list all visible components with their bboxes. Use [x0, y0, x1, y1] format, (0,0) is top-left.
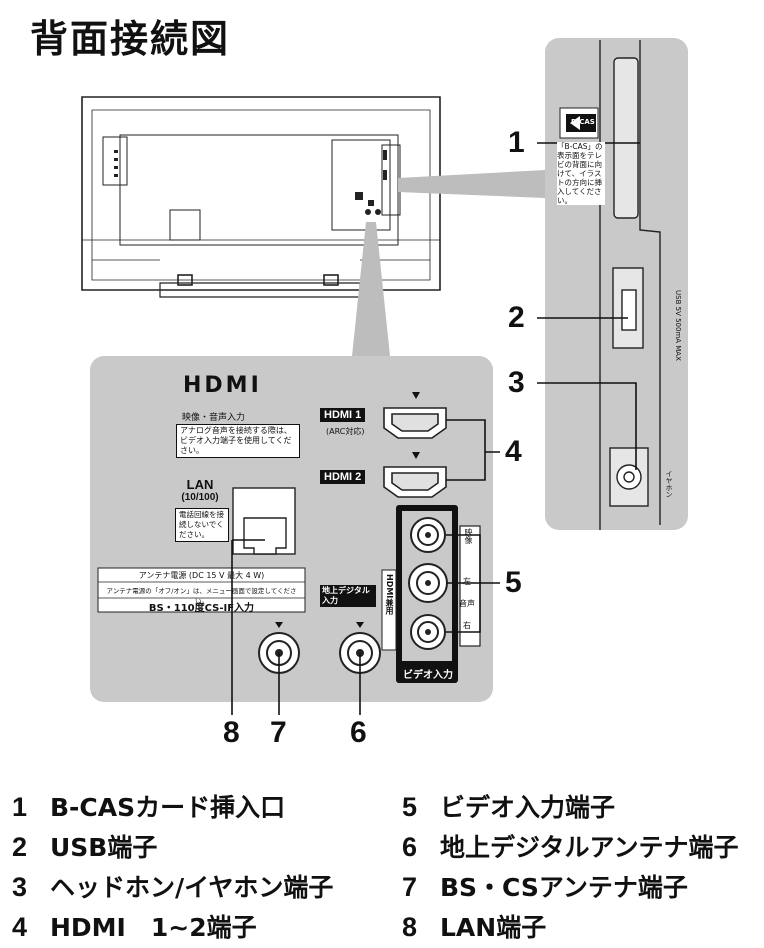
hdmi-shared-label: HDMI兼用	[385, 574, 394, 615]
bs-label: BS・110度CS-IF入力	[148, 603, 255, 614]
terrestrial-label: 地上デジタル入力	[320, 585, 376, 607]
audio-right-label: 右	[463, 621, 471, 630]
side-zoom-wedge	[398, 170, 545, 198]
lan-port	[243, 517, 287, 555]
usb-label: USB 5V 500mA MAX	[674, 290, 682, 361]
tv-rear	[81, 96, 441, 298]
av-input-label: 映像・音声入力	[182, 413, 246, 423]
rear-connection-diagram	[81, 38, 688, 715]
headphone-label: イヤホン	[665, 470, 673, 498]
antenna-note: アンテナ電源の「オフ/オン」は、メニュー画面で設定してください。	[106, 587, 297, 605]
lan-note: 電話回線を接続しないでください。	[175, 508, 229, 542]
hdmi1-arc: (ARC対応)	[326, 427, 365, 436]
hdmi2-label: HDMI 2	[320, 470, 366, 484]
video-label: 映像	[464, 528, 473, 544]
bcas-card-icon	[559, 107, 599, 139]
callout-8: 8	[223, 716, 240, 749]
callout-5: 5	[505, 566, 522, 599]
hdmi-logo: HDMI	[183, 373, 262, 398]
callout-7: 7	[270, 716, 287, 749]
audio-label: 音声	[459, 599, 475, 608]
callout-1: 1	[508, 126, 525, 159]
callout-6: 6	[350, 716, 367, 749]
callout-2: 2	[508, 301, 525, 334]
hdmi-port-2	[383, 466, 447, 498]
antenna-power: アンテナ電源 (DC 15 V 最大 4 W)	[138, 571, 265, 580]
callout-lines	[231, 142, 640, 715]
hdmi-port-1	[383, 407, 447, 439]
page-title: 背面接続図	[30, 17, 231, 61]
video-input-label: ビデオ入力	[403, 670, 453, 681]
panel-zoom-wedge	[352, 222, 390, 356]
bcas-label: B-CAS	[571, 118, 595, 126]
callout-3: 3	[508, 366, 525, 399]
audio-left-label: 左	[463, 577, 471, 586]
bcas-note: 「B-CAS」の表示面をテレビの背面に向けて、イラストの方向に挿入してください。	[557, 142, 605, 205]
av-note: アナログ音声を接続する際は、ビデオ入力端子を使用してください。	[176, 424, 300, 458]
lan-title: LAN(10/100)	[181, 477, 219, 503]
hdmi1-label: HDMI 1	[320, 408, 366, 422]
callout-4: 4	[505, 435, 522, 468]
